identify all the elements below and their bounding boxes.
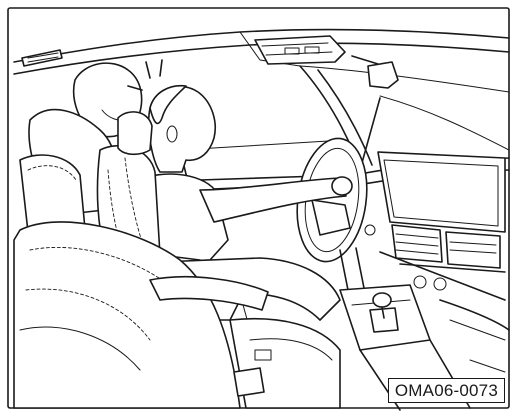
overhead-console (255, 36, 345, 64)
rear-vent (22, 50, 62, 66)
figure-code-label: OMA06-0073 (388, 378, 505, 403)
center-armrest (230, 319, 340, 408)
door-panel (440, 300, 509, 372)
